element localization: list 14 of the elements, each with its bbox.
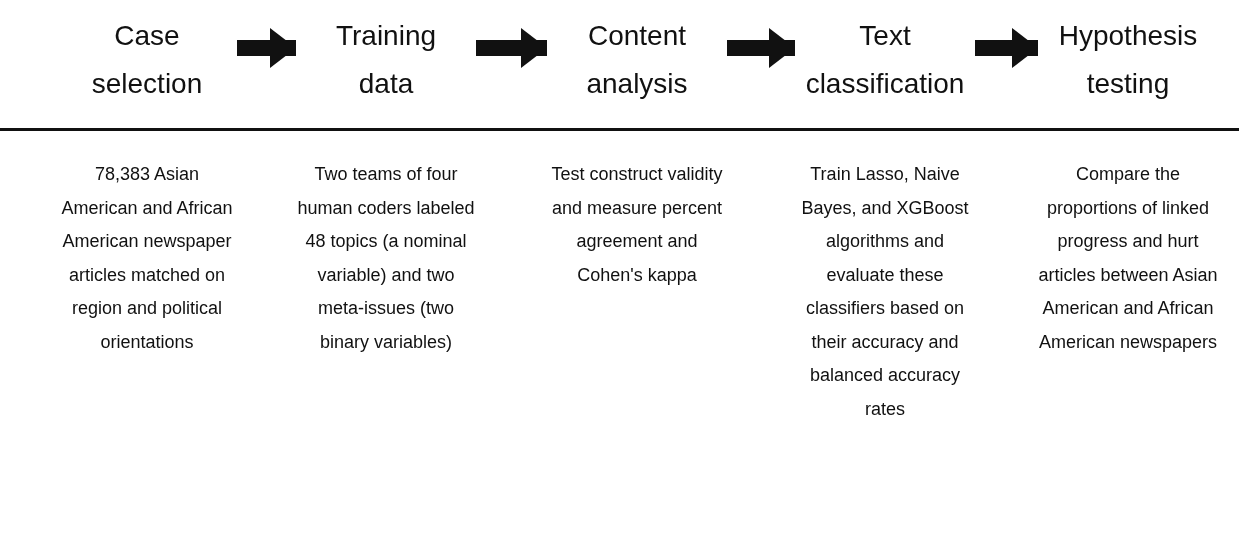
arrow <box>237 28 296 68</box>
step-heading: Content analysis <box>586 19 688 101</box>
arrow <box>727 28 795 68</box>
step-description: Train Lasso, Naive Bayes, and XGBoost algorithms and evaluate these classifiers based on their accuracy and balanced accuracy rates <box>800 163 970 421</box>
arrow <box>476 28 547 68</box>
step-heading: Hypothesis testing <box>1058 19 1198 101</box>
arrow <box>975 28 1038 68</box>
step-description: 78,383 Asian American and African American newspaper articles matched on region and political orientations <box>60 163 234 354</box>
step-description: Compare the proportions of linked progress and hurt articles between Asian American and African American newspapers <box>1038 163 1218 354</box>
step-heading: Case selection <box>91 19 203 101</box>
step-heading: Training data <box>335 19 437 101</box>
step-description: Test construct validity and measure percent agreement and Cohen's kappa <box>550 163 724 287</box>
step-heading: Text classification <box>805 19 965 101</box>
step-description: Two teams of four human coders labeled 48 topics (a nominal variable) and two meta-issues (two binary variables) <box>296 163 476 354</box>
